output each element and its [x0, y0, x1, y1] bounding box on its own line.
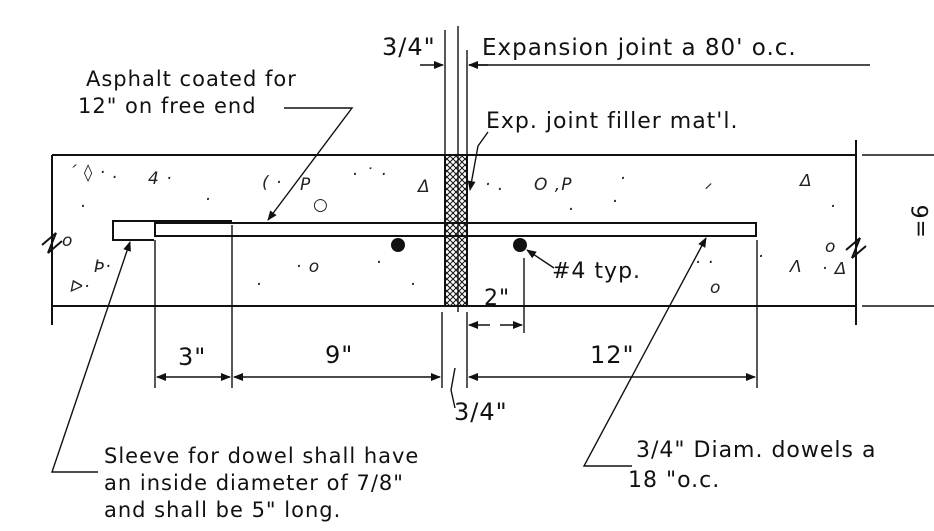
- sleeve-note-line2: an inside diameter of 7/8": [104, 471, 404, 495]
- dowel-sleeve: [112, 220, 232, 241]
- concrete-slab-outline: [41, 140, 934, 325]
- svg-text:·: ·: [620, 169, 626, 189]
- dowel-bar: [154, 222, 757, 237]
- svg-text:Þ·: Þ·: [94, 257, 112, 277]
- rebar-offset-dimension: [468, 258, 525, 333]
- side-mark: =6: [909, 204, 934, 238]
- svg-text:o: o: [710, 278, 721, 298]
- svg-text:o: o: [62, 231, 73, 251]
- asphalt-note-line2: 12" on free end: [78, 94, 257, 118]
- top-gap-label: 3/4": [382, 33, 436, 61]
- svg-text:○: ○: [313, 195, 329, 215]
- dowel-note-line2: 18 "o.c.: [628, 468, 720, 493]
- dowel-note-line1: 3/4" Diam. dowels a: [636, 438, 876, 463]
- svg-text:ᐅ·: ᐅ·: [70, 277, 90, 297]
- svg-text:·: ·: [410, 275, 416, 295]
- svg-text:ᐱ: ᐱ: [788, 257, 803, 277]
- svg-text:P: P: [300, 175, 311, 195]
- rebar-offset-label: 2": [484, 286, 510, 311]
- svg-text:4 ·: 4 ·: [148, 169, 173, 189]
- svg-text:·: ·: [376, 253, 382, 273]
- svg-text:· ˙ ·: · ˙ ·: [352, 165, 387, 185]
- sleeve-note-line1: Sleeve for dowel shall have: [104, 444, 419, 468]
- dim-12in-label: 12": [590, 341, 635, 369]
- dim-bottom-gap-label: 3/4": [454, 398, 508, 426]
- concrete-aggregate-texture: ˊ ◊ · . 4 · ( · P · ˙ · Δ · · ○ o Þ· ᐅ· …: [62, 163, 847, 298]
- svg-text:· ᐃ: · ᐃ: [822, 259, 847, 279]
- dim-9in-label: 9": [325, 341, 353, 369]
- dim-3in-label: 3": [178, 343, 206, 371]
- filler-leader-line: [467, 131, 489, 191]
- svg-text:·: ·: [256, 275, 262, 295]
- svg-text:·: ·: [568, 200, 574, 220]
- asphalt-note-line1: Asphalt coated for: [86, 67, 297, 91]
- rebar-size-label: #4 typ.: [552, 259, 641, 284]
- rebar-leader-line: [526, 249, 555, 269]
- joint-filler-material: [444, 154, 468, 307]
- svg-text:· .: · .: [485, 175, 504, 195]
- svg-text:·: ·: [612, 192, 618, 212]
- svg-text:·: ·: [205, 190, 211, 210]
- svg-text:· o: · o: [296, 257, 320, 277]
- svg-text:·: ·: [758, 247, 764, 267]
- filler-note: Exp. joint filler mat'l.: [486, 109, 738, 134]
- svg-text:·: ·: [80, 197, 86, 217]
- svg-text:·: ·: [830, 197, 836, 217]
- svg-text:( ·: ( ·: [262, 173, 282, 193]
- sleeve-note-line3: and shall be 5" long.: [104, 498, 341, 522]
- bottom-dimension-chain: [154, 225, 758, 409]
- sleeve-leader-line: [51, 241, 131, 473]
- svg-text:Δ: Δ: [416, 177, 431, 197]
- svg-text:ᐟ: ᐟ: [705, 180, 713, 200]
- svg-text:O ,P: O ,P: [534, 175, 572, 195]
- rebar-left: [391, 238, 405, 252]
- rebar-right: [513, 238, 527, 252]
- asphalt-leader-line: [267, 107, 354, 221]
- top-gap-dimension: [420, 26, 870, 312]
- svg-text:ˊ ◊ · .: ˊ ◊ · .: [68, 163, 119, 183]
- expansion-joint-label: Expansion joint a 80' o.c.: [482, 35, 797, 61]
- svg-text:o: o: [825, 237, 836, 257]
- svg-text:ᐃ: ᐃ: [798, 171, 813, 191]
- svg-text:· ·: · ·: [695, 253, 714, 273]
- dowel-leader-line: [582, 237, 707, 467]
